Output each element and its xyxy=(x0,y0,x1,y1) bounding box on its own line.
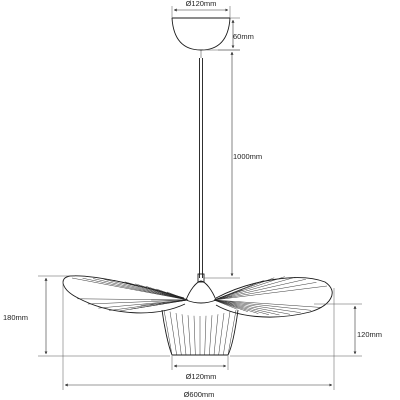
petal-wire xyxy=(71,277,189,301)
cage-bar xyxy=(213,314,219,356)
cage-diameter-label: Ø120mm xyxy=(186,372,217,381)
petal-wires xyxy=(71,276,328,316)
petal-wire xyxy=(213,276,285,301)
petal-wire xyxy=(213,276,296,301)
petal-wire xyxy=(130,299,189,310)
pendant-shade xyxy=(62,275,333,356)
petal-wire xyxy=(213,299,301,313)
cage-bar xyxy=(169,311,177,356)
petal-wire xyxy=(93,278,189,301)
petal-wire xyxy=(213,299,280,316)
canopy-diameter-label: Ø120mm xyxy=(186,0,217,8)
petal-wire xyxy=(82,277,189,301)
suspension-cable xyxy=(197,58,205,283)
petal-wire xyxy=(213,277,275,301)
petal-wire xyxy=(213,285,328,301)
cage-bar xyxy=(163,309,173,356)
petal-wire xyxy=(213,299,270,315)
canopy-height-dimension: 60mm xyxy=(218,17,254,51)
cage-bar xyxy=(227,309,237,356)
cage-bar xyxy=(204,315,207,356)
petal-wire xyxy=(108,299,189,311)
cage-bar xyxy=(175,312,182,356)
petal-wire xyxy=(213,282,317,301)
petal-wire xyxy=(140,299,189,306)
cage-bar xyxy=(218,312,225,356)
petal-wire xyxy=(161,293,189,301)
petal-wire xyxy=(213,299,322,308)
cable-length-label: 1000mm xyxy=(233,152,262,161)
cage-bar xyxy=(223,311,231,356)
cage-bar xyxy=(193,315,196,356)
cage-height-label: 120mm xyxy=(357,330,382,339)
cage-diameter-dimension: Ø120mm xyxy=(171,356,229,381)
canopy-diameter-dimension: Ø120mm xyxy=(171,0,231,18)
petal-wire xyxy=(213,299,259,314)
petal-wire xyxy=(98,299,189,309)
total-height-dimension: 180mm xyxy=(3,275,170,357)
cage-height-dimension: 120mm xyxy=(230,303,382,357)
petal-wire xyxy=(213,279,306,301)
ceiling-canopy xyxy=(171,17,231,58)
petal-wire xyxy=(213,299,312,311)
cage-bar xyxy=(187,315,191,356)
cage-bar xyxy=(209,315,213,356)
cage-bars xyxy=(163,309,237,356)
overall-diameter-label: Ø600mm xyxy=(184,390,215,399)
total-height-label: 180mm xyxy=(3,313,28,322)
cage-bar xyxy=(181,314,187,356)
canopy-height-label: 60mm xyxy=(233,32,254,41)
overall-diameter-dimension: Ø600mm xyxy=(62,282,335,399)
cable-length-dimension: 1000mm xyxy=(203,49,262,279)
petal-wire xyxy=(213,299,291,315)
petal-wire xyxy=(166,291,189,301)
petal-wire xyxy=(87,299,189,305)
